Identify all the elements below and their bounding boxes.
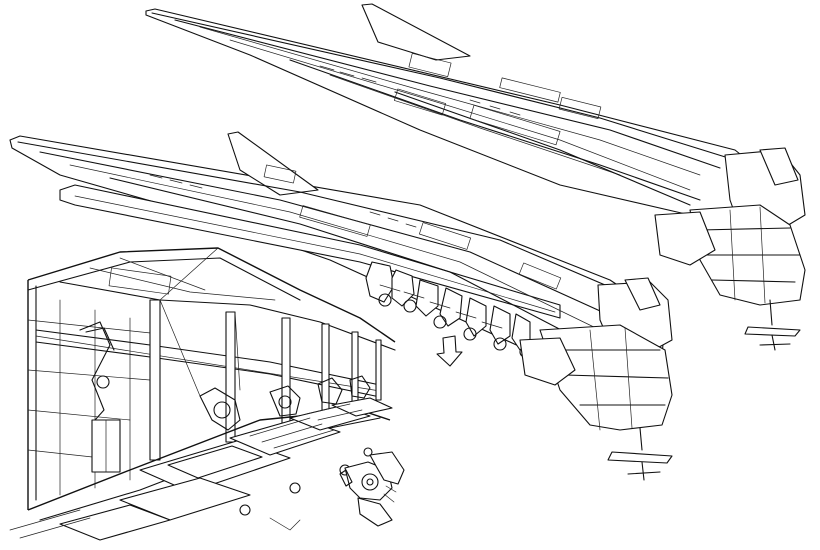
detached-machine-part <box>339 451 405 527</box>
drop-arrow <box>436 335 463 367</box>
lower-ship <box>9 131 673 481</box>
floor-pallets <box>59 397 393 541</box>
hangar-interior <box>9 247 396 541</box>
upper-ship <box>145 3 806 351</box>
